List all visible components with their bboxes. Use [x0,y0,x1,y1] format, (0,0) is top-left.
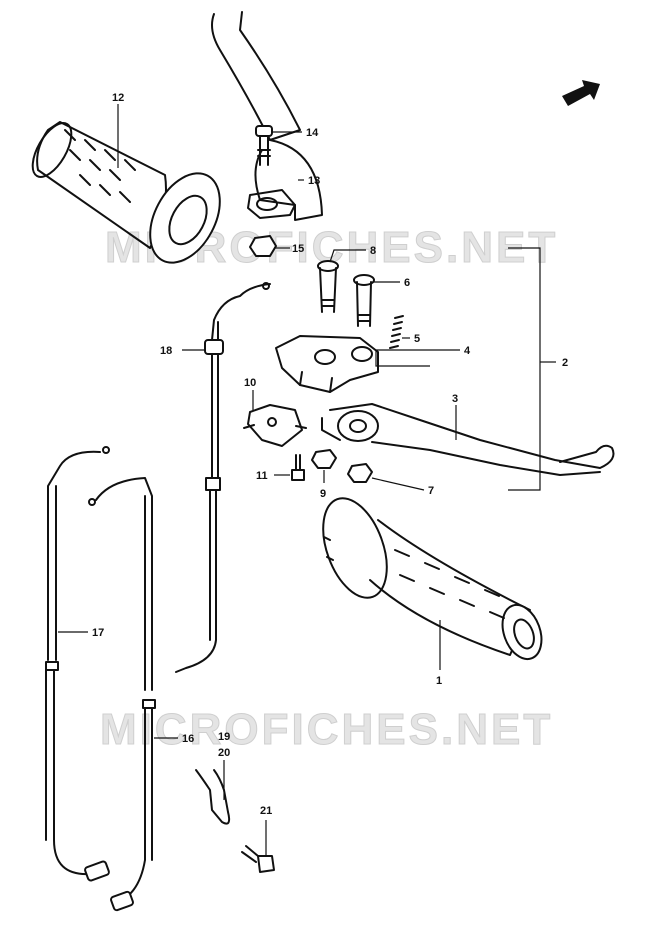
nut-7-part [347,463,373,483]
clutch-lever-part [321,403,615,476]
callout-8: 8 [370,245,376,257]
front-arrow-icon [562,80,600,106]
callout-16: 16 [182,733,194,745]
screw-6-part [353,274,375,327]
bolt-21-part [241,845,275,873]
cable-clamp-part [195,769,231,825]
callout-labels: 12 14 13 15 8 6 5 4 2 3 10 18 11 9 7 17 … [92,92,568,817]
throttle-cable-16-part [88,477,156,912]
nut-9-part [311,449,337,469]
nut-15-part [249,235,277,257]
callout-6: 6 [404,277,410,289]
callout-5: 5 [414,333,420,345]
pivot-bolt-part [255,125,273,166]
callout-19: 19 [218,731,230,743]
callout-7: 7 [428,485,434,497]
lever-holder-part [211,11,323,221]
callout-9: 9 [320,488,326,500]
left-grip-part [31,121,221,264]
callout-14: 14 [306,127,319,139]
callout-21: 21 [260,805,272,817]
screw-11-part [291,454,305,481]
throttle-cable-17-part [45,446,110,882]
callout-13: 13 [308,175,320,187]
callout-3: 3 [452,393,458,405]
clutch-cable-part [175,282,271,673]
switch-part [243,404,307,447]
callout-18: 18 [160,345,172,357]
callout-1: 1 [436,675,442,687]
watermark-bottom: MICROFICHES.NET [100,705,553,754]
callout-20: 20 [218,747,230,759]
callout-15: 15 [292,243,304,255]
leader-lines [58,104,556,856]
callout-11: 11 [256,470,268,482]
callout-2: 2 [562,357,568,369]
screw-8-part [317,260,339,313]
callout-17: 17 [92,627,104,639]
callout-4: 4 [464,345,471,357]
callout-12: 12 [112,92,124,104]
spring-part [389,315,404,349]
callout-10: 10 [244,377,256,389]
right-grip-part [322,497,543,661]
lever-bracket-part [275,335,379,393]
